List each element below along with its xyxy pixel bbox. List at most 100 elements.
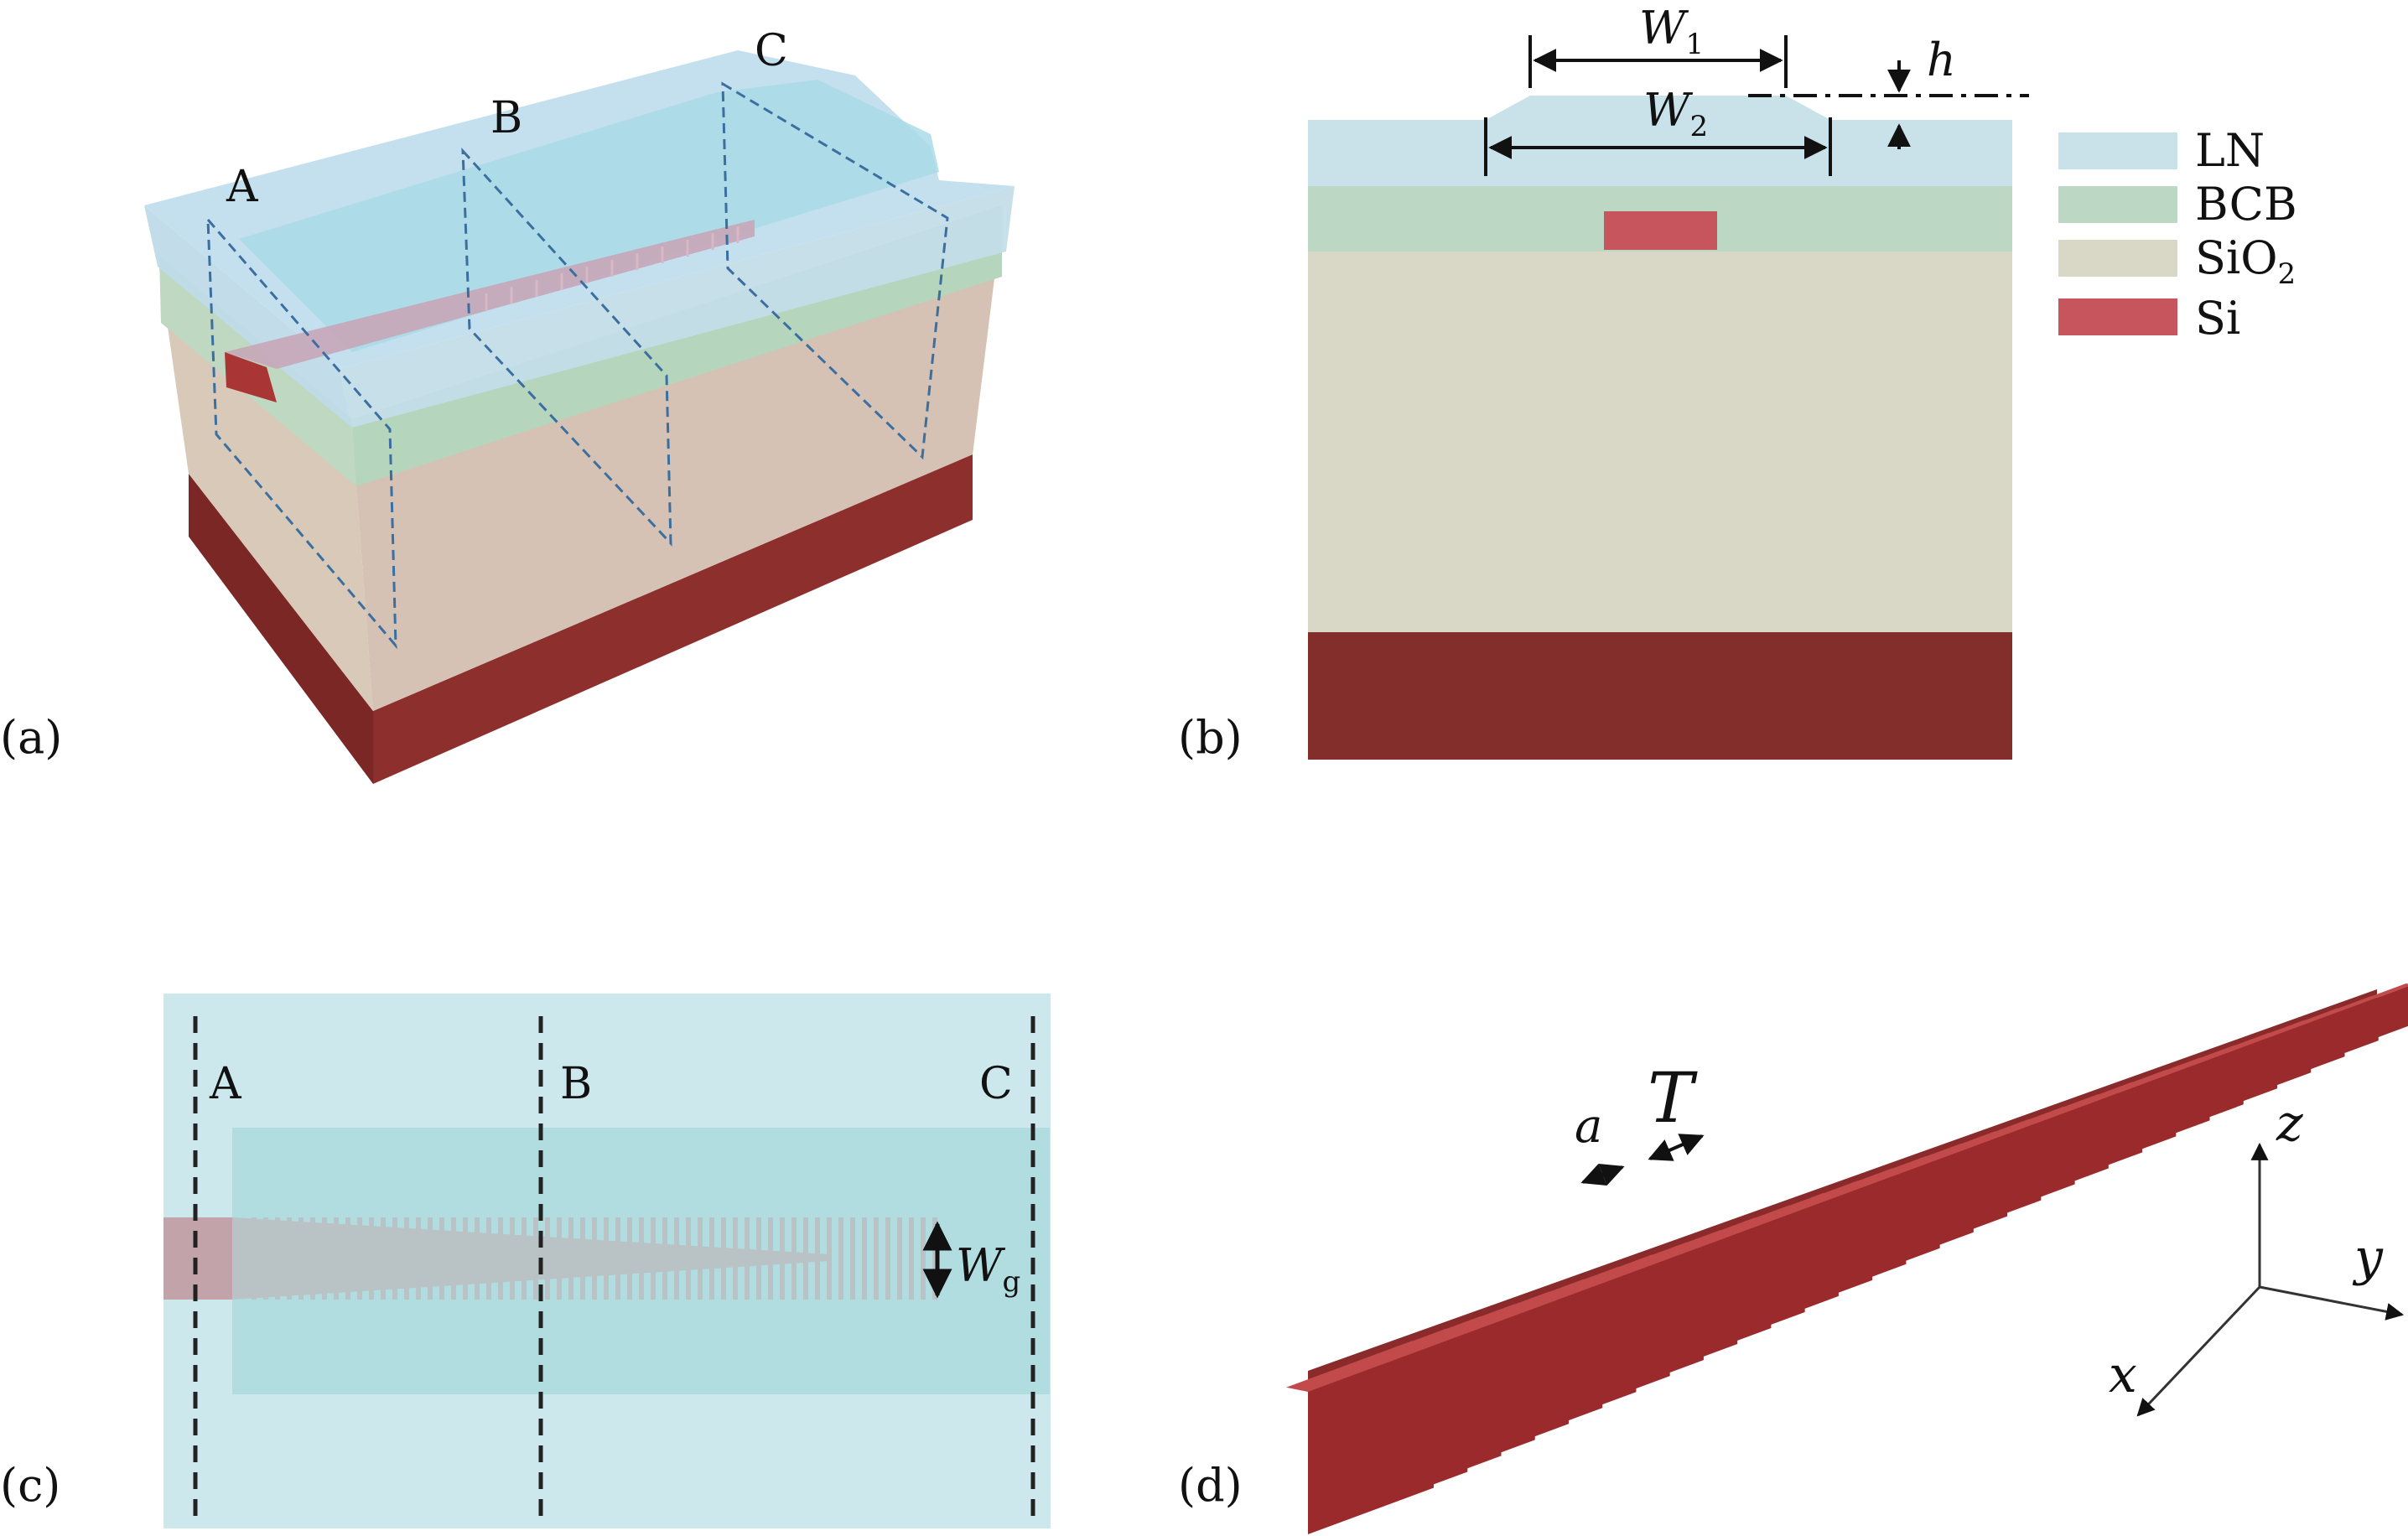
panel-c-tag: (c)	[0, 1459, 60, 1512]
a-sio2-side	[352, 218, 1002, 711]
c-grating-tooth	[838, 1217, 843, 1300]
c-grating-tooth	[486, 1217, 491, 1300]
panel-d: a T z y x (d)	[1178, 983, 2408, 1534]
c-grating-tooth	[827, 1217, 832, 1300]
c-grating-tooth	[369, 1217, 374, 1300]
d-t-arrow	[1648, 1134, 1705, 1161]
a-ln-ridge	[239, 80, 939, 352]
c-grating-tooth	[580, 1217, 585, 1300]
a-si-taper-end	[225, 352, 277, 402]
d-t-label: T	[1648, 1059, 1698, 1139]
c-section-label-c: C	[979, 1059, 1013, 1109]
b-h-label: h	[1927, 34, 1956, 86]
c-section-label-b: B	[560, 1059, 592, 1109]
c-grating-tooth	[345, 1217, 350, 1300]
c-grating-tooth	[334, 1217, 339, 1300]
c-grating-tooth	[803, 1217, 808, 1300]
panel-a: A B C (a)	[0, 26, 1015, 784]
d-axis-z-label: z	[2276, 1094, 2303, 1153]
c-grating-tooth	[275, 1217, 280, 1300]
c-grating-tooth	[698, 1217, 703, 1300]
a-section-label-c: C	[755, 26, 788, 76]
d-grating-tooth-top	[2370, 983, 2408, 998]
b-h-dimension	[1748, 60, 2029, 149]
b-sio2-layer	[1308, 250, 2012, 634]
legend-swatch-si	[2058, 298, 2177, 335]
c-grating-tooth	[545, 1217, 550, 1300]
c-grating-tooth	[604, 1217, 609, 1300]
legend: LN BCB SiO2 Si	[2058, 124, 2297, 345]
c-grating-tooth	[874, 1217, 879, 1300]
a-si-waveguide	[225, 220, 755, 369]
c-grating-tooth	[909, 1217, 914, 1300]
c-grating-tooth	[885, 1217, 890, 1300]
a-sio2-front	[159, 268, 373, 711]
legend-swatch-ln	[2058, 132, 2177, 169]
a-section-label-b: B	[490, 93, 522, 143]
c-grating-tooth	[921, 1217, 926, 1300]
c-grating-tooth	[381, 1217, 386, 1300]
c-grating-tooth	[639, 1217, 644, 1300]
c-grating-tooth	[310, 1217, 315, 1300]
c-grating-tooth	[791, 1217, 797, 1300]
d-grating-teeth	[1286, 983, 2408, 1534]
c-grating-tooth	[451, 1217, 456, 1300]
c-grating-tooth	[592, 1217, 597, 1300]
legend-swatch-bcb	[2058, 186, 2177, 223]
c-grating-tooth	[850, 1217, 855, 1300]
b-w1-dimension	[1528, 35, 1788, 88]
d-grating-tooth	[2266, 1021, 2312, 1089]
c-grating-tooth	[768, 1217, 773, 1300]
a-substrate-front	[189, 474, 373, 784]
b-si-core	[1604, 211, 1717, 250]
c-grating-tooth	[533, 1217, 538, 1300]
c-grating-tooth	[463, 1217, 468, 1300]
d-axis-y-label: y	[2352, 1228, 2384, 1287]
c-grating-tooth	[862, 1217, 867, 1300]
d-axes	[2136, 1142, 2405, 1417]
panel-d-tag: (d)	[1178, 1459, 1243, 1512]
c-grating-tooth	[428, 1217, 433, 1300]
d-grating-tooth-top	[2333, 995, 2379, 1012]
d-axis-x-label: x	[2109, 1346, 2137, 1404]
panel-b: W1 W2 h (b)	[1178, 2, 2029, 764]
c-grating-tooth	[674, 1217, 679, 1300]
c-grating-tooth	[557, 1217, 562, 1300]
panel-b-tag: (b)	[1178, 711, 1243, 764]
c-grating-tooth	[568, 1217, 573, 1300]
b-w2-label: W2	[1643, 84, 1708, 143]
d-grating-tooth	[2377, 986, 2408, 1038]
c-grating-tooth	[780, 1217, 785, 1300]
panel-c: Wg A B C (c)	[0, 994, 1051, 1528]
c-wg-label: Wg	[956, 1239, 1020, 1299]
c-grating-tooth	[475, 1217, 480, 1300]
c-section-lines	[193, 1016, 1035, 1524]
c-grating-tooth	[439, 1217, 444, 1300]
d-grating-tooth-top	[2258, 1020, 2312, 1039]
c-grating-tooth	[615, 1217, 620, 1300]
c-grating-tooth	[392, 1217, 397, 1300]
c-grating-tooth	[897, 1217, 902, 1300]
c-grating-tooth	[733, 1217, 738, 1300]
c-grating-tooth	[686, 1217, 691, 1300]
b-substrate	[1308, 632, 2012, 760]
a-grating-teeth	[485, 226, 740, 310]
c-grating-tooth	[510, 1217, 515, 1300]
d-grating-tooth	[2303, 1009, 2345, 1072]
d-grating-tooth	[2229, 1034, 2278, 1107]
d-grating-tooth-top	[2296, 1008, 2345, 1025]
a-ln-side	[340, 186, 1015, 428]
d-grating-tooth	[2340, 997, 2379, 1056]
b-w2-dimension	[1484, 117, 1832, 176]
c-grating-tooth	[651, 1217, 656, 1300]
b-w1-label: W1	[1639, 2, 1704, 61]
c-grating-tooth	[745, 1217, 750, 1300]
panel-a-tag: (a)	[0, 711, 62, 764]
c-grating-tooth	[721, 1217, 726, 1300]
a-ln-front	[144, 205, 352, 428]
c-grating-tooth	[756, 1217, 761, 1300]
c-grating-tooth	[404, 1217, 409, 1300]
c-grating-tooth	[815, 1217, 820, 1300]
c-grating-tooth	[357, 1217, 362, 1300]
